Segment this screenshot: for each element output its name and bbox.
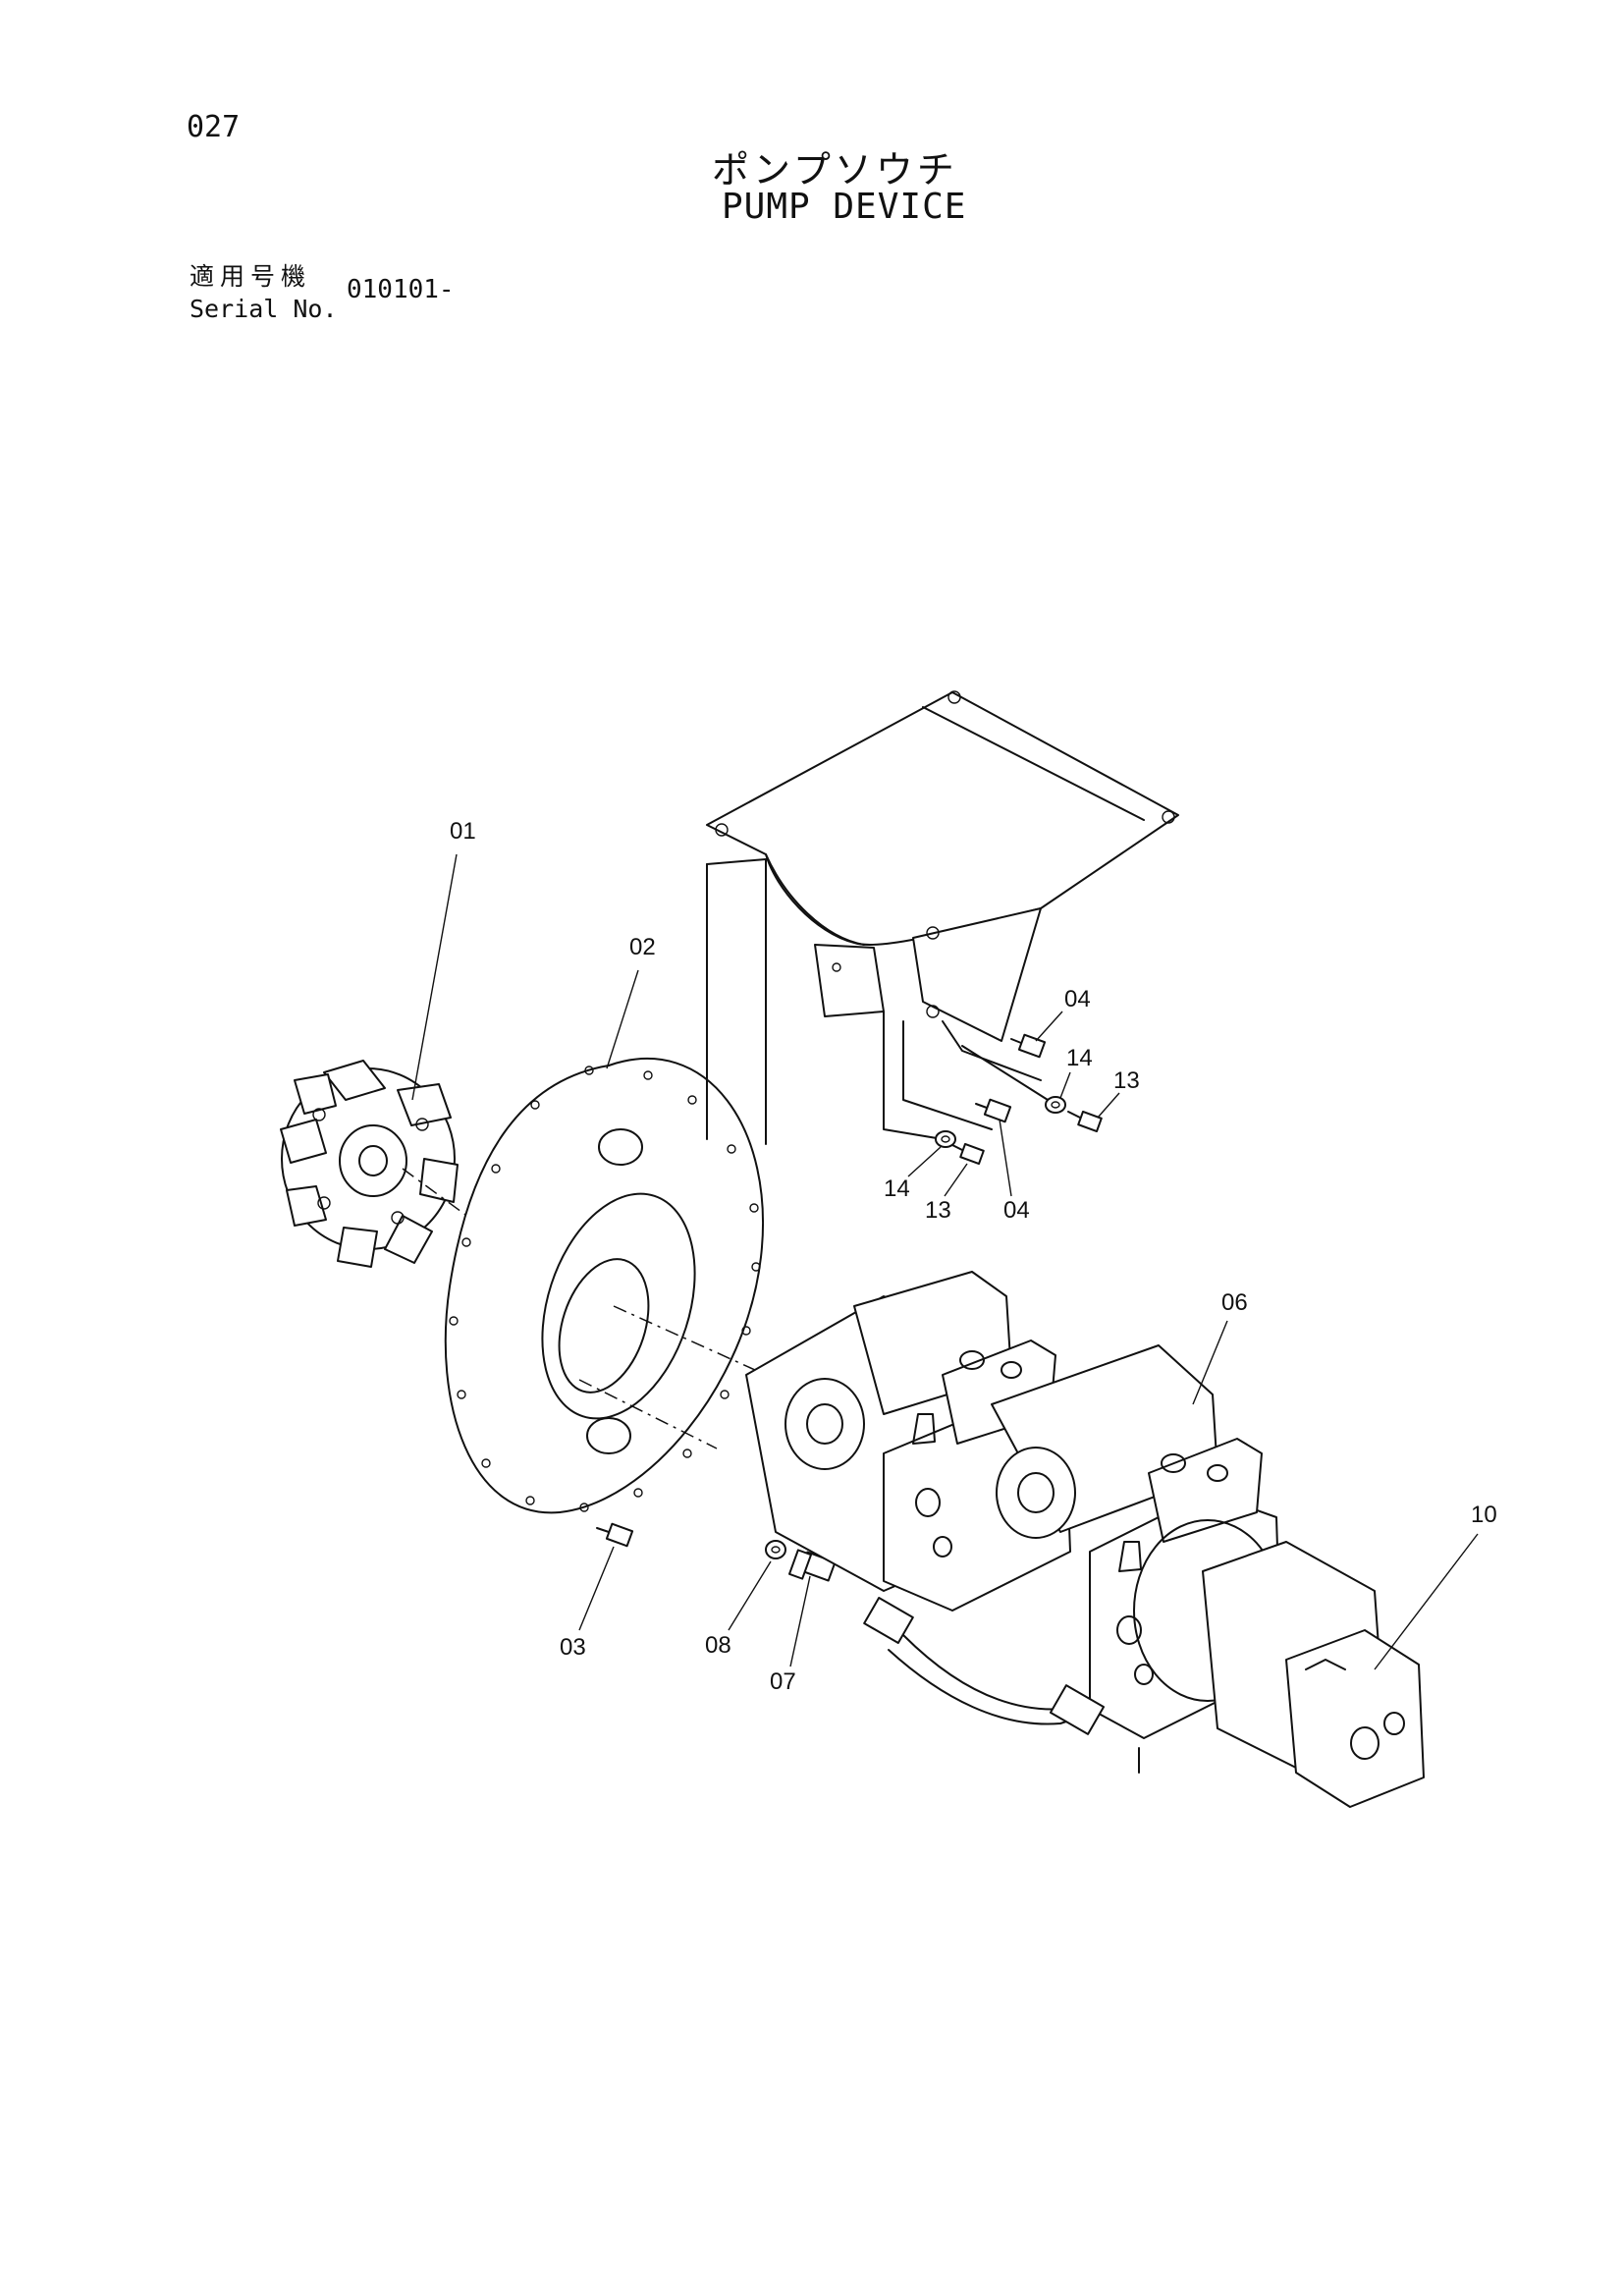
callout-14-upper: 14 xyxy=(1059,1045,1093,1099)
svg-text:04: 04 xyxy=(1003,1197,1030,1224)
svg-text:07: 07 xyxy=(770,1668,796,1695)
bolt-04-upper xyxy=(1010,1033,1047,1059)
bolt-04-lower xyxy=(975,1098,1012,1123)
serial-label-japanese: 適用号機 xyxy=(189,262,312,291)
callout-04-upper: 04 xyxy=(1035,986,1091,1042)
bolt-13-lower xyxy=(951,1143,985,1165)
svg-text:10: 10 xyxy=(1471,1502,1497,1528)
callout-14-lower: 14 xyxy=(884,1146,942,1202)
washer-14-lower xyxy=(935,1130,956,1148)
callout-02: 02 xyxy=(606,934,656,1069)
svg-text:13: 13 xyxy=(1113,1067,1140,1094)
coupling-part xyxy=(280,1060,477,1268)
callout-07: 07 xyxy=(770,1575,811,1695)
pump-bracket xyxy=(706,690,1179,1145)
callout-13-upper: 13 xyxy=(1097,1067,1140,1119)
bolt-03 xyxy=(596,1522,634,1548)
serial-number-range: 010101- xyxy=(347,275,455,304)
svg-text:02: 02 xyxy=(629,934,656,960)
svg-text:01: 01 xyxy=(450,818,476,845)
callout-13-lower: 13 xyxy=(925,1163,968,1224)
svg-text:03: 03 xyxy=(560,1634,586,1661)
washer-08 xyxy=(765,1540,786,1559)
bolt-13-upper xyxy=(1067,1111,1103,1132)
hydraulic-pump-assembly xyxy=(745,1271,1425,1808)
callout-10: 10 xyxy=(1374,1502,1497,1670)
svg-text:06: 06 xyxy=(1221,1289,1248,1316)
svg-text:08: 08 xyxy=(705,1632,731,1659)
callout-03: 03 xyxy=(560,1546,615,1661)
svg-text:14: 14 xyxy=(1066,1045,1093,1071)
callout-08: 08 xyxy=(705,1560,772,1659)
page-title: PUMP DEVICE xyxy=(722,187,967,227)
svg-text:14: 14 xyxy=(884,1175,910,1202)
serial-label: Serial No. xyxy=(189,295,338,323)
page-title-japanese: ポンプソウチ xyxy=(712,148,958,191)
page-number: 027 xyxy=(187,110,241,144)
callout-01: 01 xyxy=(411,818,476,1101)
svg-text:04: 04 xyxy=(1064,986,1091,1012)
washer-14-upper xyxy=(1045,1096,1066,1114)
flange-plate-part xyxy=(444,1058,767,1514)
callout-04-lower: 04 xyxy=(999,1119,1030,1224)
svg-text:13: 13 xyxy=(925,1197,951,1224)
callout-06: 06 xyxy=(1192,1289,1248,1405)
